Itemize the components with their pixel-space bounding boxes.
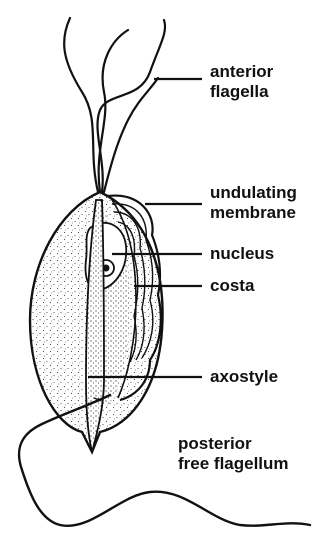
label-anterior-flagella-line1: anterior (210, 62, 273, 82)
label-undulating-membrane: undulating membrane (210, 183, 297, 223)
label-anterior-flagella-line2: flagella (210, 82, 273, 102)
label-costa: costa (210, 276, 254, 296)
label-costa-text: costa (210, 276, 254, 296)
label-nucleus: nucleus (210, 244, 274, 264)
anterior-flagella (64, 18, 165, 192)
label-nucleus-text: nucleus (210, 244, 274, 264)
label-axostyle: axostyle (210, 367, 278, 387)
label-axostyle-text: axostyle (210, 367, 278, 387)
label-posterior-line1: posterior (178, 434, 289, 454)
label-anterior-flagella: anterior flagella (210, 62, 273, 102)
label-posterior-free-flagellum: posterior free flagellum (178, 434, 289, 474)
label-undulating-membrane-line2: membrane (210, 203, 297, 223)
label-undulating-membrane-line1: undulating (210, 183, 297, 203)
label-posterior-line2: free flagellum (178, 454, 289, 474)
